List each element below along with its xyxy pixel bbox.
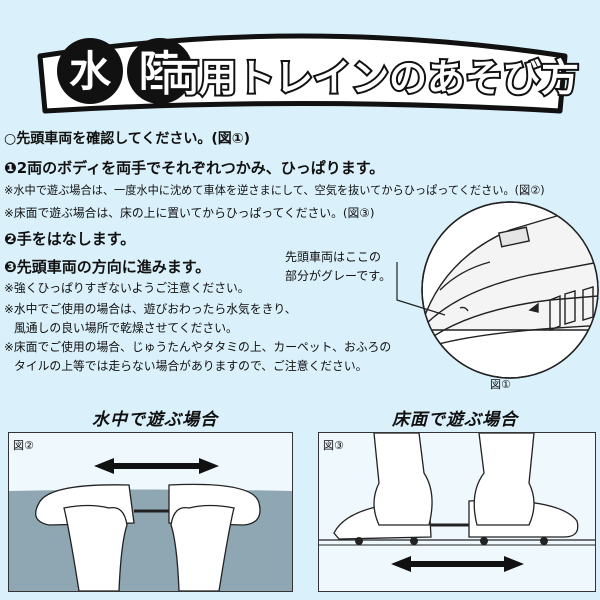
title-kanji-2: 陸 xyxy=(139,47,181,96)
section-heading-water: 水中で遊ぶ場合 xyxy=(92,410,218,430)
right-hand-icon xyxy=(473,433,535,526)
title-text: 両用トレインのあそび方 xyxy=(161,56,579,100)
callout-text: 先頭車両はここの 部分がグレーです。 xyxy=(285,248,391,286)
step-1-note-2: ※床面で遊ぶ場合は、床の上に置いてからひっぱってください。(図③) xyxy=(4,206,375,220)
figure-1-label: 図① xyxy=(490,378,511,391)
floor-illustration xyxy=(319,433,595,572)
figure-3-label: 図③ xyxy=(323,439,344,452)
figure-2-label: 図② xyxy=(13,439,34,452)
step-2: ❷手をはなします。 xyxy=(4,230,136,248)
check-instruction: ○先頭車両を確認してください。(図①) xyxy=(4,131,251,147)
step-3-note-3-cont: タイルの上等では走らない場合がありますので、ご注意ください。 xyxy=(14,359,368,373)
step-3-note-1: ※強くひっぱりすぎないようご注意ください。 xyxy=(4,281,250,295)
step-3-note-2: ※水中でご使用の場合は、遊びおわったら水気をきり、 xyxy=(4,302,297,316)
callout-line-2: 部分がグレーです。 xyxy=(285,269,392,283)
title-badge-2 xyxy=(127,38,193,104)
title-graphic: 水 陸 両用トレインのあそび方 xyxy=(37,33,581,114)
section-heading-floor: 床面で遊ぶ場合 xyxy=(392,410,518,430)
callout-line-1: 先頭車両はここの xyxy=(285,250,382,264)
figure-3-panel: 図③ xyxy=(318,432,596,592)
title-banner: 水 陸 両用トレインのあそび方 xyxy=(0,16,600,126)
figure-2-panel: 図② xyxy=(8,432,293,592)
step-1: ❶2両のボディを両手でそれぞれつかみ、ひっぱります。 xyxy=(4,159,385,177)
step-3: ❸先頭車両の方向に進みます。 xyxy=(4,258,211,276)
left-hand-icon xyxy=(373,433,433,526)
water-illustration xyxy=(9,458,292,591)
step-1-note-1: ※水中で遊ぶ場合は、一度水中に沈めて車体を逆さまにして、空気を抜いてからひっぱっ… xyxy=(4,184,545,197)
step-3-note-3: ※床面でご使用の場合、じゅうたんやタタミの上、カーペット、おふろの xyxy=(4,340,392,354)
train-front-illustration xyxy=(421,201,599,379)
callout-leader xyxy=(396,262,446,316)
right-hand-icon xyxy=(170,504,235,591)
title-kanji-1: 水 xyxy=(69,47,112,96)
left-hand-icon xyxy=(63,504,128,591)
title-badge-1 xyxy=(57,38,123,104)
step-3-note-2-cont: 風通しの良い場所で乾燥させてください。 xyxy=(14,321,238,335)
